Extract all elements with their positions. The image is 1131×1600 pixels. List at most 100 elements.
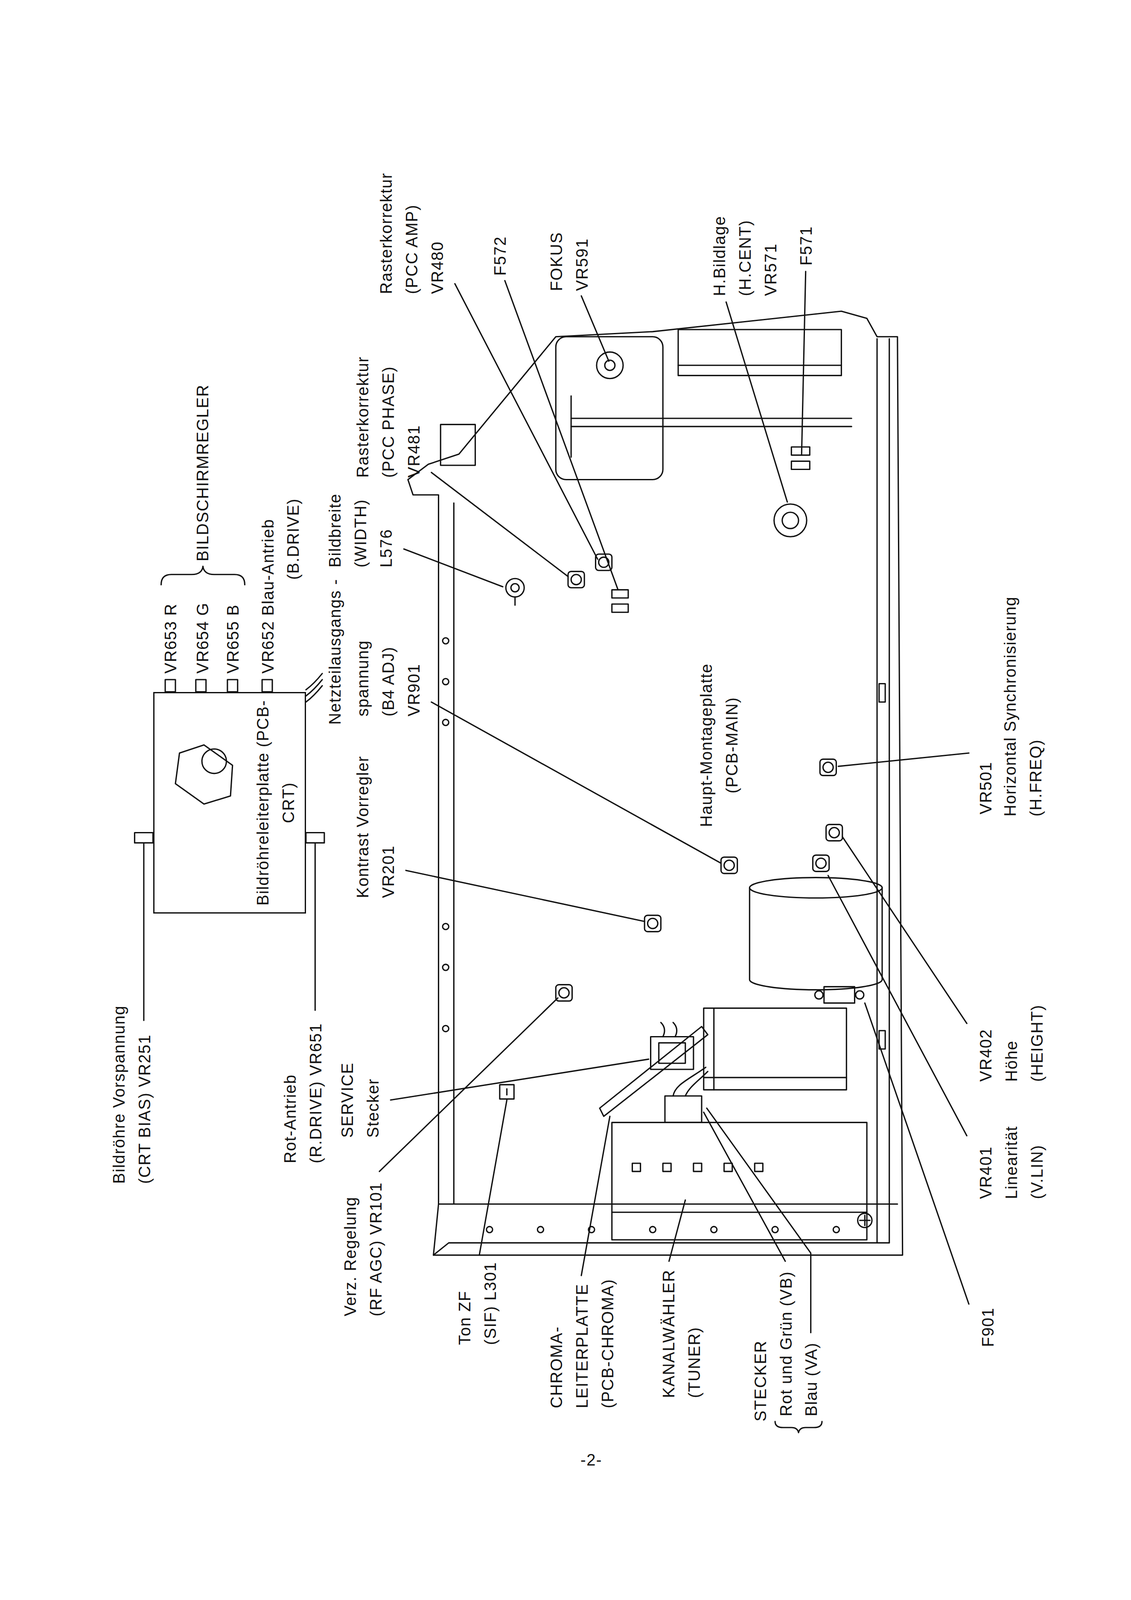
callout-label: Rot und Grün (VB) xyxy=(773,1270,799,1417)
page-number: -2- xyxy=(580,1446,603,1473)
mounting-hole xyxy=(442,637,449,644)
trimmer-pot xyxy=(555,984,572,1001)
mounting-hole xyxy=(833,1226,840,1233)
leader-line xyxy=(827,875,967,1136)
leader-line xyxy=(479,1099,508,1255)
plug-wires xyxy=(673,1066,708,1096)
chroma-module xyxy=(703,1008,847,1090)
callout-label: Verz. Regelung (RF AGC) VR101 xyxy=(337,1173,389,1317)
callout-label: VR652 Blau-Antrieb xyxy=(255,518,281,674)
crt-socket xyxy=(175,744,233,805)
mounting-hole xyxy=(537,1226,544,1233)
bracket xyxy=(440,424,476,466)
trimmer-pot xyxy=(568,571,585,588)
leader-line xyxy=(706,1107,811,1333)
callout-label: FOKUS VR591 xyxy=(543,214,595,292)
trimmer-rotor xyxy=(822,762,834,773)
service-connector xyxy=(650,1036,694,1070)
fuse-clip xyxy=(612,603,629,613)
fuse-clip xyxy=(855,990,864,999)
leader-line xyxy=(405,870,645,922)
callout-label: Rot-Antrieb (R.DRIVE) VR651 xyxy=(277,1005,329,1164)
callout-label: Rasterkorrektur (PCC PHASE) VR481 xyxy=(349,341,427,478)
leader-line xyxy=(454,283,598,560)
crt-knob xyxy=(165,679,176,692)
callout-label: Blau (VA) xyxy=(798,1342,825,1417)
leader-line xyxy=(842,836,968,1024)
crt-board-wires xyxy=(306,673,323,703)
callout-label: BILDSCHIRMREGLER xyxy=(189,384,216,562)
crt-knob xyxy=(195,679,207,692)
leader-line xyxy=(379,997,558,1172)
crt-knob xyxy=(306,832,325,843)
callout-label: VR655 B xyxy=(220,603,246,674)
callout-label: Bildröhre Vorspannung (CRT BIAS) VR251 xyxy=(106,982,158,1184)
callout-label: KANALWÄHLER (TUNER) xyxy=(655,1256,708,1398)
leader-line xyxy=(504,280,618,590)
trimmer-pot xyxy=(644,915,661,932)
trimmer-pot xyxy=(720,856,738,874)
coil-l301 xyxy=(499,1084,514,1099)
screw-slot xyxy=(859,1215,870,1226)
callout-label: VR654 G xyxy=(189,602,216,674)
trimmer-rotor xyxy=(724,859,735,871)
mounting-hole xyxy=(649,1226,656,1233)
flyback-transformer xyxy=(555,336,663,480)
mounting-hole xyxy=(442,923,449,930)
callout-label: VR653 R xyxy=(157,603,184,674)
mounting-hole xyxy=(442,719,449,726)
coil-l576 xyxy=(505,578,525,597)
callout-label: Rasterkorrektur (PCC AMP) VR480 xyxy=(373,161,451,295)
leader-line xyxy=(725,302,788,503)
leader-line xyxy=(581,295,610,362)
leader-line xyxy=(669,1199,686,1261)
trimmer-rotor xyxy=(558,987,569,998)
bracket-brace xyxy=(161,566,245,585)
callout-label: Netzteilausgangs - xyxy=(322,578,348,725)
coil-core xyxy=(506,1088,508,1095)
callout-label: Ton ZF (SIF) L301 xyxy=(451,1254,504,1345)
leader-line xyxy=(864,1002,969,1304)
plug-connector xyxy=(664,1095,702,1123)
leader-line xyxy=(142,843,145,1021)
focus-shaft xyxy=(604,360,616,371)
chassis-plate xyxy=(408,311,903,1255)
mounting-hole xyxy=(442,678,449,685)
callout-label: F571 xyxy=(793,225,820,266)
trimmer-rotor xyxy=(829,827,840,838)
heat-sink xyxy=(678,329,842,376)
leader-line xyxy=(403,548,503,587)
fuse-clip xyxy=(612,589,629,598)
board-label: Bildröhreleiterplatte (PCB-CRT) xyxy=(250,695,302,910)
service-wires xyxy=(660,1022,677,1037)
mounting-hole xyxy=(442,964,449,971)
callout-label: F572 xyxy=(487,236,514,276)
leader-line xyxy=(801,271,806,455)
circuit-board-box: Bildröhreleiterplatte (PCB-CRT) xyxy=(153,691,307,914)
focus-knob xyxy=(596,352,624,379)
chroma-board xyxy=(599,1026,708,1117)
capacitor-end xyxy=(749,877,883,898)
trimmer-pot xyxy=(826,824,843,841)
leader-line xyxy=(314,843,316,1011)
trimmer-pot xyxy=(812,854,829,872)
fuse-clip xyxy=(791,446,810,455)
trimmer-rotor xyxy=(571,574,582,585)
leader-line xyxy=(838,752,969,767)
callout-label: Bildbreite (WIDTH) L576 xyxy=(322,481,400,568)
mounting-hole xyxy=(772,1226,779,1233)
callout-label: SERVICE Stecker xyxy=(334,1043,386,1138)
fuse-clip xyxy=(814,990,823,999)
crt-socket-pin xyxy=(201,748,227,773)
service-connector-inner xyxy=(658,1042,686,1064)
thumbwheel-hub xyxy=(782,512,799,529)
callout-label: STECKER xyxy=(747,1340,774,1422)
rail-slot xyxy=(879,683,886,703)
leader-line xyxy=(431,472,569,577)
crt-knob xyxy=(134,832,153,843)
board-label: Haupt-Montageplatte (PCB-MAIN) xyxy=(693,655,745,835)
fuse-clip xyxy=(791,460,810,470)
crt-knob xyxy=(227,679,238,692)
mounting-hole xyxy=(442,1025,449,1032)
